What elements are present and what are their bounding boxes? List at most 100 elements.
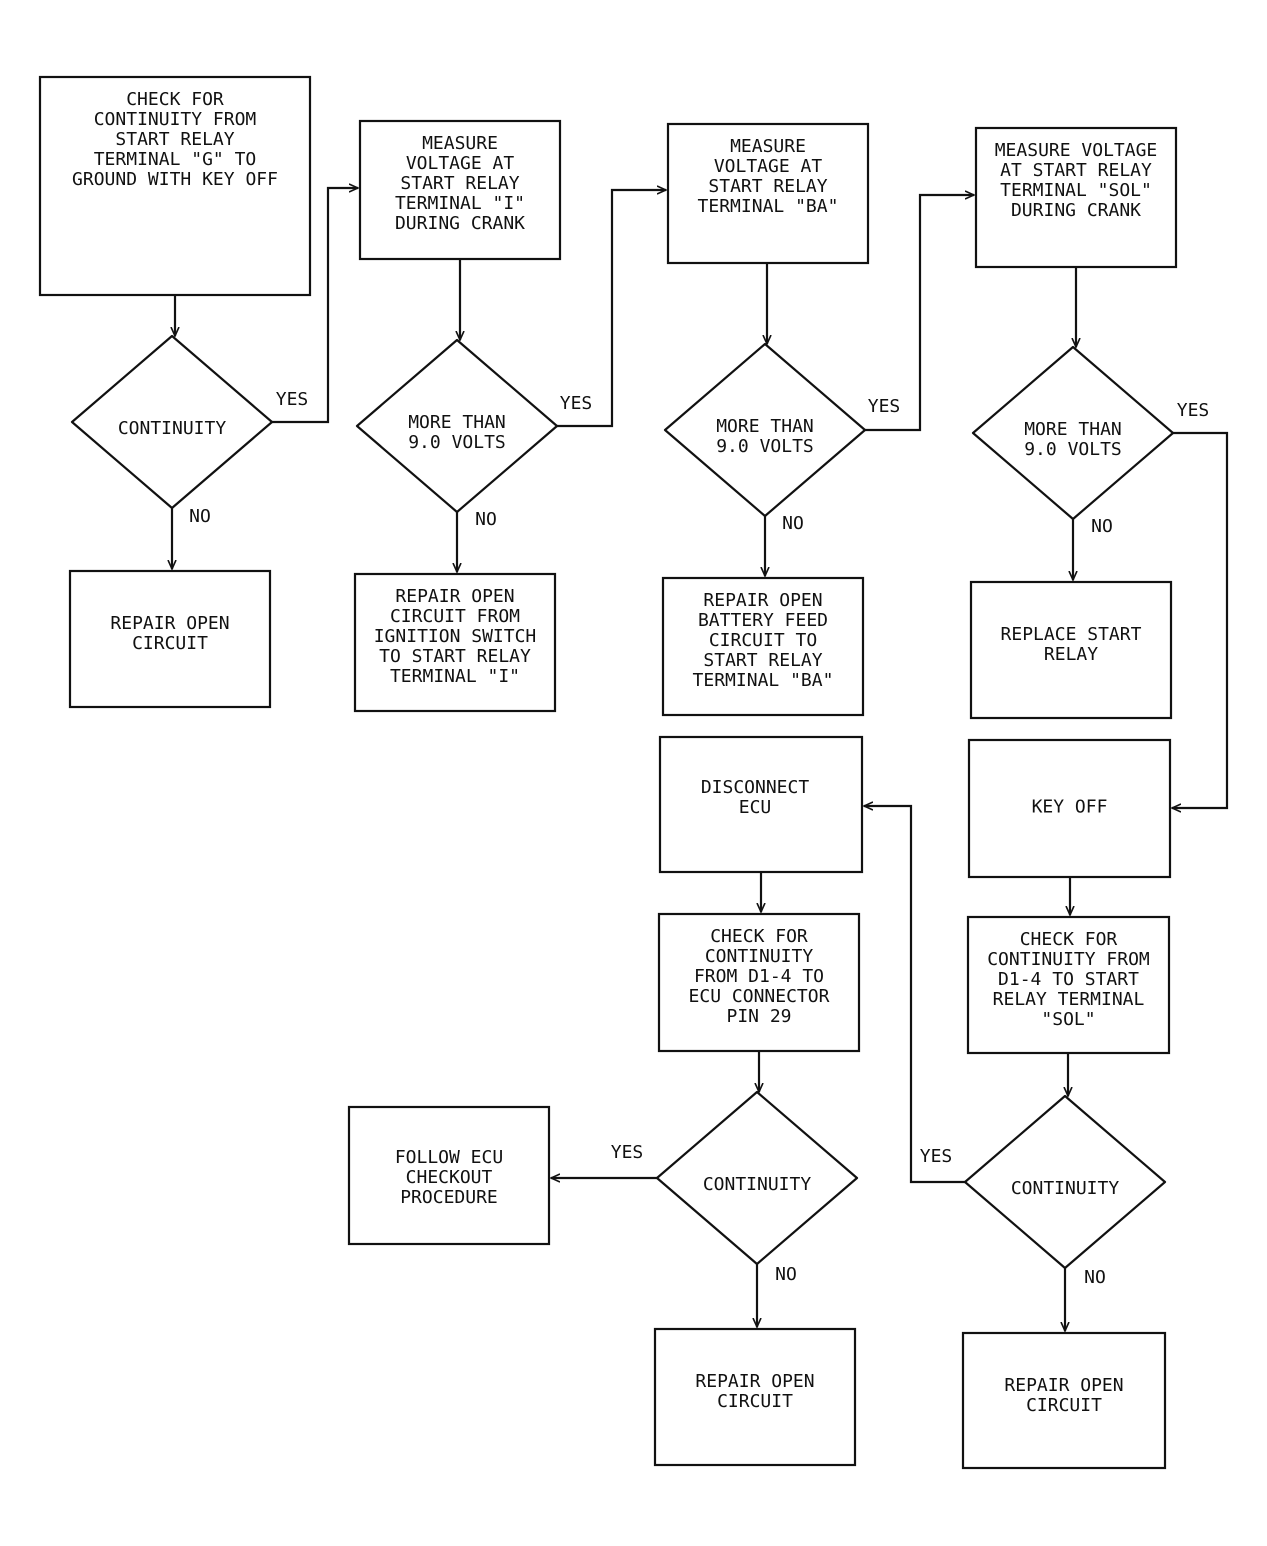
process-shape bbox=[969, 580, 1173, 720]
node-text-line: MORE THAN bbox=[1024, 419, 1122, 440]
node-text-line: FOLLOW ECU bbox=[395, 1147, 503, 1168]
process-shape bbox=[961, 1331, 1167, 1470]
node-text-line: VOLTAGE AT bbox=[406, 153, 515, 174]
decision-d6: CONTINUITY bbox=[963, 1094, 1167, 1270]
node-text-line: CIRCUIT TO bbox=[709, 630, 817, 651]
node-text-line: D1-4 TO START bbox=[998, 969, 1139, 990]
edge-label-yes: YES bbox=[276, 389, 309, 410]
edge-d6-to-e1 bbox=[864, 806, 965, 1184]
node-text-line: DURING CRANK bbox=[395, 213, 525, 234]
node-text-line: CHECK FOR bbox=[1020, 929, 1118, 950]
node-text-line: MORE THAN bbox=[408, 412, 506, 433]
edge-label-no: NO bbox=[1084, 1267, 1106, 1288]
decision-shape bbox=[655, 1090, 859, 1266]
edge-label-no: NO bbox=[782, 513, 804, 534]
process-shape bbox=[666, 122, 870, 265]
node-text-line: CHECK FOR bbox=[710, 926, 808, 947]
decision-shape bbox=[971, 345, 1175, 521]
node-text-line: MORE THAN bbox=[716, 416, 814, 437]
edge-label-yes: YES bbox=[560, 393, 593, 414]
node-text-line: AT START RELAY bbox=[1000, 160, 1152, 181]
decision-shape bbox=[663, 342, 867, 518]
process-shape bbox=[353, 572, 557, 713]
node-text-line: FROM D1-4 TO bbox=[694, 966, 824, 987]
node-text-line: CIRCUIT bbox=[717, 1391, 793, 1412]
node-text-line: DISCONNECT bbox=[701, 777, 810, 798]
node-text-line: REPAIR OPEN bbox=[1004, 1375, 1123, 1396]
decision-d5: CONTINUITY bbox=[655, 1090, 859, 1266]
edge-d3-to-n4 bbox=[865, 195, 974, 432]
edge-label-no: NO bbox=[189, 506, 211, 527]
node-text-line: START RELAY bbox=[400, 173, 519, 194]
node-text-line: VOLTAGE AT bbox=[714, 156, 823, 177]
node-text-line: START RELAY bbox=[708, 176, 827, 197]
node-text-line: 9.0 VOLTS bbox=[716, 436, 814, 457]
node-text-line: TERMINAL "SOL" bbox=[1000, 180, 1152, 201]
process-shape bbox=[967, 738, 1172, 879]
edge-label-no: NO bbox=[1091, 516, 1113, 537]
node-text-line: RELAY bbox=[1044, 644, 1098, 665]
decision-shape bbox=[355, 338, 559, 514]
node-text-line: REPAIR OPEN bbox=[110, 613, 229, 634]
node-text-line: CONTINUITY FROM bbox=[94, 109, 257, 130]
node-text-line: CONTINUITY bbox=[703, 1174, 812, 1195]
node-text-line: ECU CONNECTOR bbox=[689, 986, 830, 1007]
edge-label-yes: YES bbox=[920, 1146, 953, 1167]
edge-d2-to-n3 bbox=[557, 190, 666, 428]
node-text-line: START RELAY bbox=[703, 650, 822, 671]
node-text-line: CONTINUITY FROM bbox=[987, 949, 1150, 970]
node-text-line: CHECKOUT bbox=[406, 1167, 493, 1188]
node-text-line: CONTINUITY bbox=[705, 946, 814, 967]
node-text-line: GROUND WITH KEY OFF bbox=[72, 169, 278, 190]
node-text-line: MEASURE bbox=[422, 133, 498, 154]
process-shape bbox=[658, 735, 864, 874]
node-text-line: BATTERY FEED bbox=[698, 610, 828, 631]
process-shape bbox=[653, 1327, 857, 1467]
process-shape bbox=[966, 915, 1171, 1055]
node-text-line: RELAY TERMINAL bbox=[993, 989, 1145, 1010]
node-text-line: TO START RELAY bbox=[379, 646, 531, 667]
node-text-line: TERMINAL "G" TO bbox=[94, 149, 257, 170]
node-text-line: CHECK FOR bbox=[126, 89, 224, 110]
node-text-line: ECU bbox=[739, 797, 772, 818]
decision-d1: CONTINUITY bbox=[70, 334, 274, 510]
node-text-line: TERMINAL "BA" bbox=[693, 670, 834, 691]
node-text-line: REPLACE START bbox=[1001, 624, 1142, 645]
node-text-line: TERMINAL "I" bbox=[395, 193, 525, 214]
decision-shape bbox=[70, 334, 274, 510]
process-shape bbox=[661, 576, 865, 717]
node-text-line: PROCEDURE bbox=[400, 1187, 498, 1208]
node-text-line: "SOL" bbox=[1041, 1009, 1095, 1030]
node-text-line: CIRCUIT FROM bbox=[390, 606, 520, 627]
node-text-line: START RELAY bbox=[115, 129, 234, 150]
edge-d1-to-n2 bbox=[272, 188, 358, 424]
node-text-line: 9.0 VOLTS bbox=[1024, 439, 1122, 460]
node-text-line: MEASURE bbox=[730, 136, 806, 157]
process-shape bbox=[358, 119, 562, 261]
node-text-line: REPAIR OPEN bbox=[695, 1371, 814, 1392]
node-text-line: CONTINUITY bbox=[118, 418, 227, 439]
node-text-line: REPAIR OPEN bbox=[395, 586, 514, 607]
node-text-line: KEY OFF bbox=[1032, 797, 1108, 818]
node-text-line: TERMINAL "I" bbox=[390, 666, 520, 687]
process-shape bbox=[347, 1105, 551, 1246]
edge-label-no: NO bbox=[475, 509, 497, 530]
node-text-line: CIRCUIT bbox=[132, 633, 208, 654]
node-text-line: IGNITION SWITCH bbox=[374, 626, 537, 647]
node-text-line: 9.0 VOLTS bbox=[408, 432, 506, 453]
edge-label-no: NO bbox=[775, 1264, 797, 1285]
